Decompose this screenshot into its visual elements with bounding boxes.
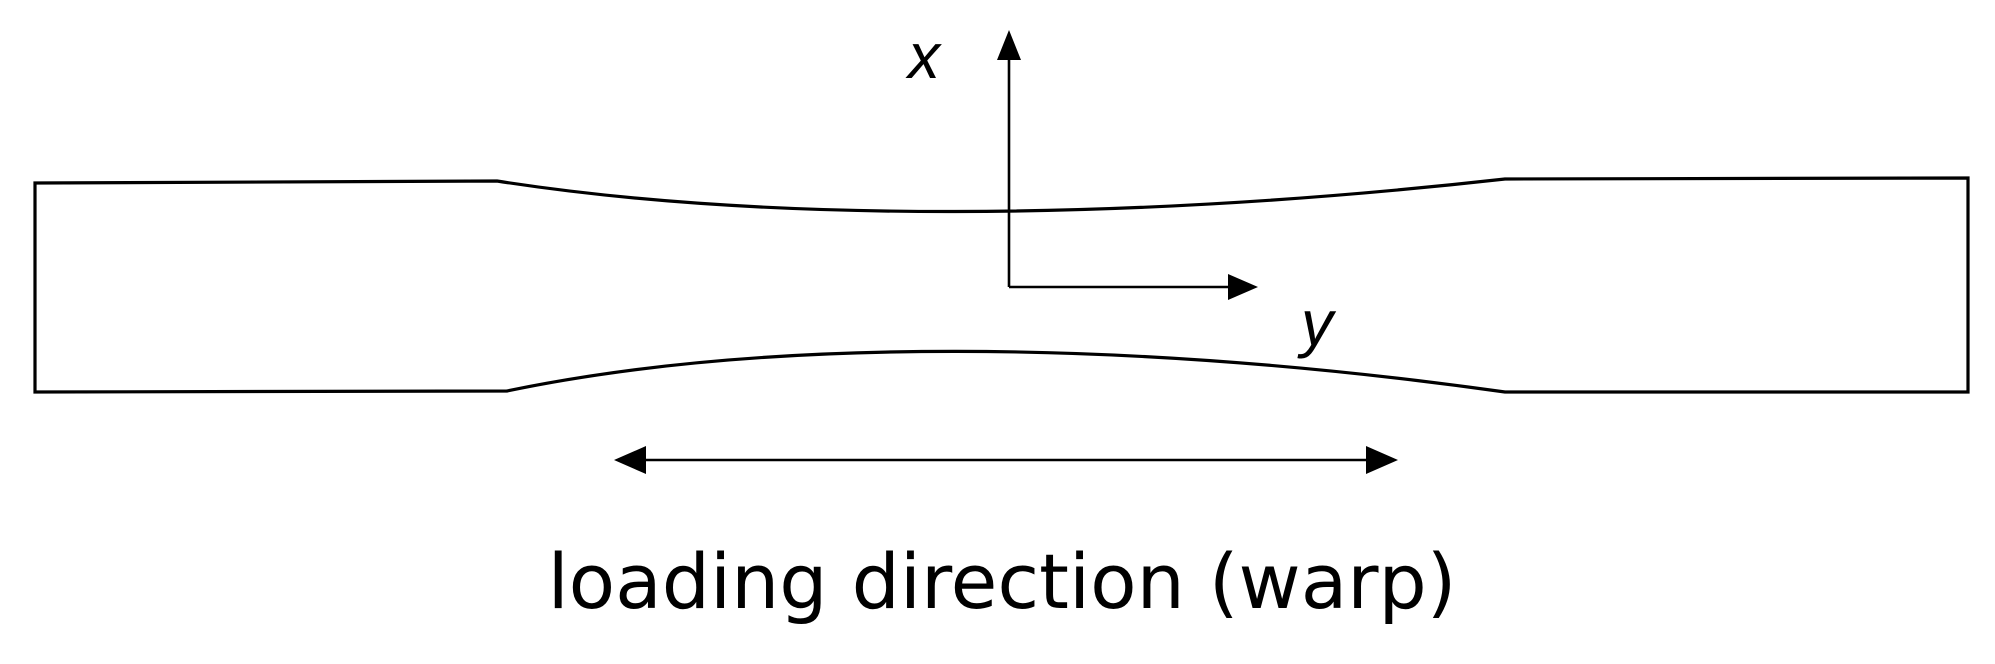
loading-direction-caption: loading direction (warp): [548, 537, 1457, 626]
specimen-outline: [33, 176, 1970, 394]
x-axis-arrow: [997, 30, 1021, 287]
loading-direction-arrow: [614, 446, 1398, 474]
y-axis-arrow: [1009, 274, 1258, 300]
y-axis-label: y: [1297, 287, 1337, 359]
x-axis-label: x: [905, 20, 942, 92]
